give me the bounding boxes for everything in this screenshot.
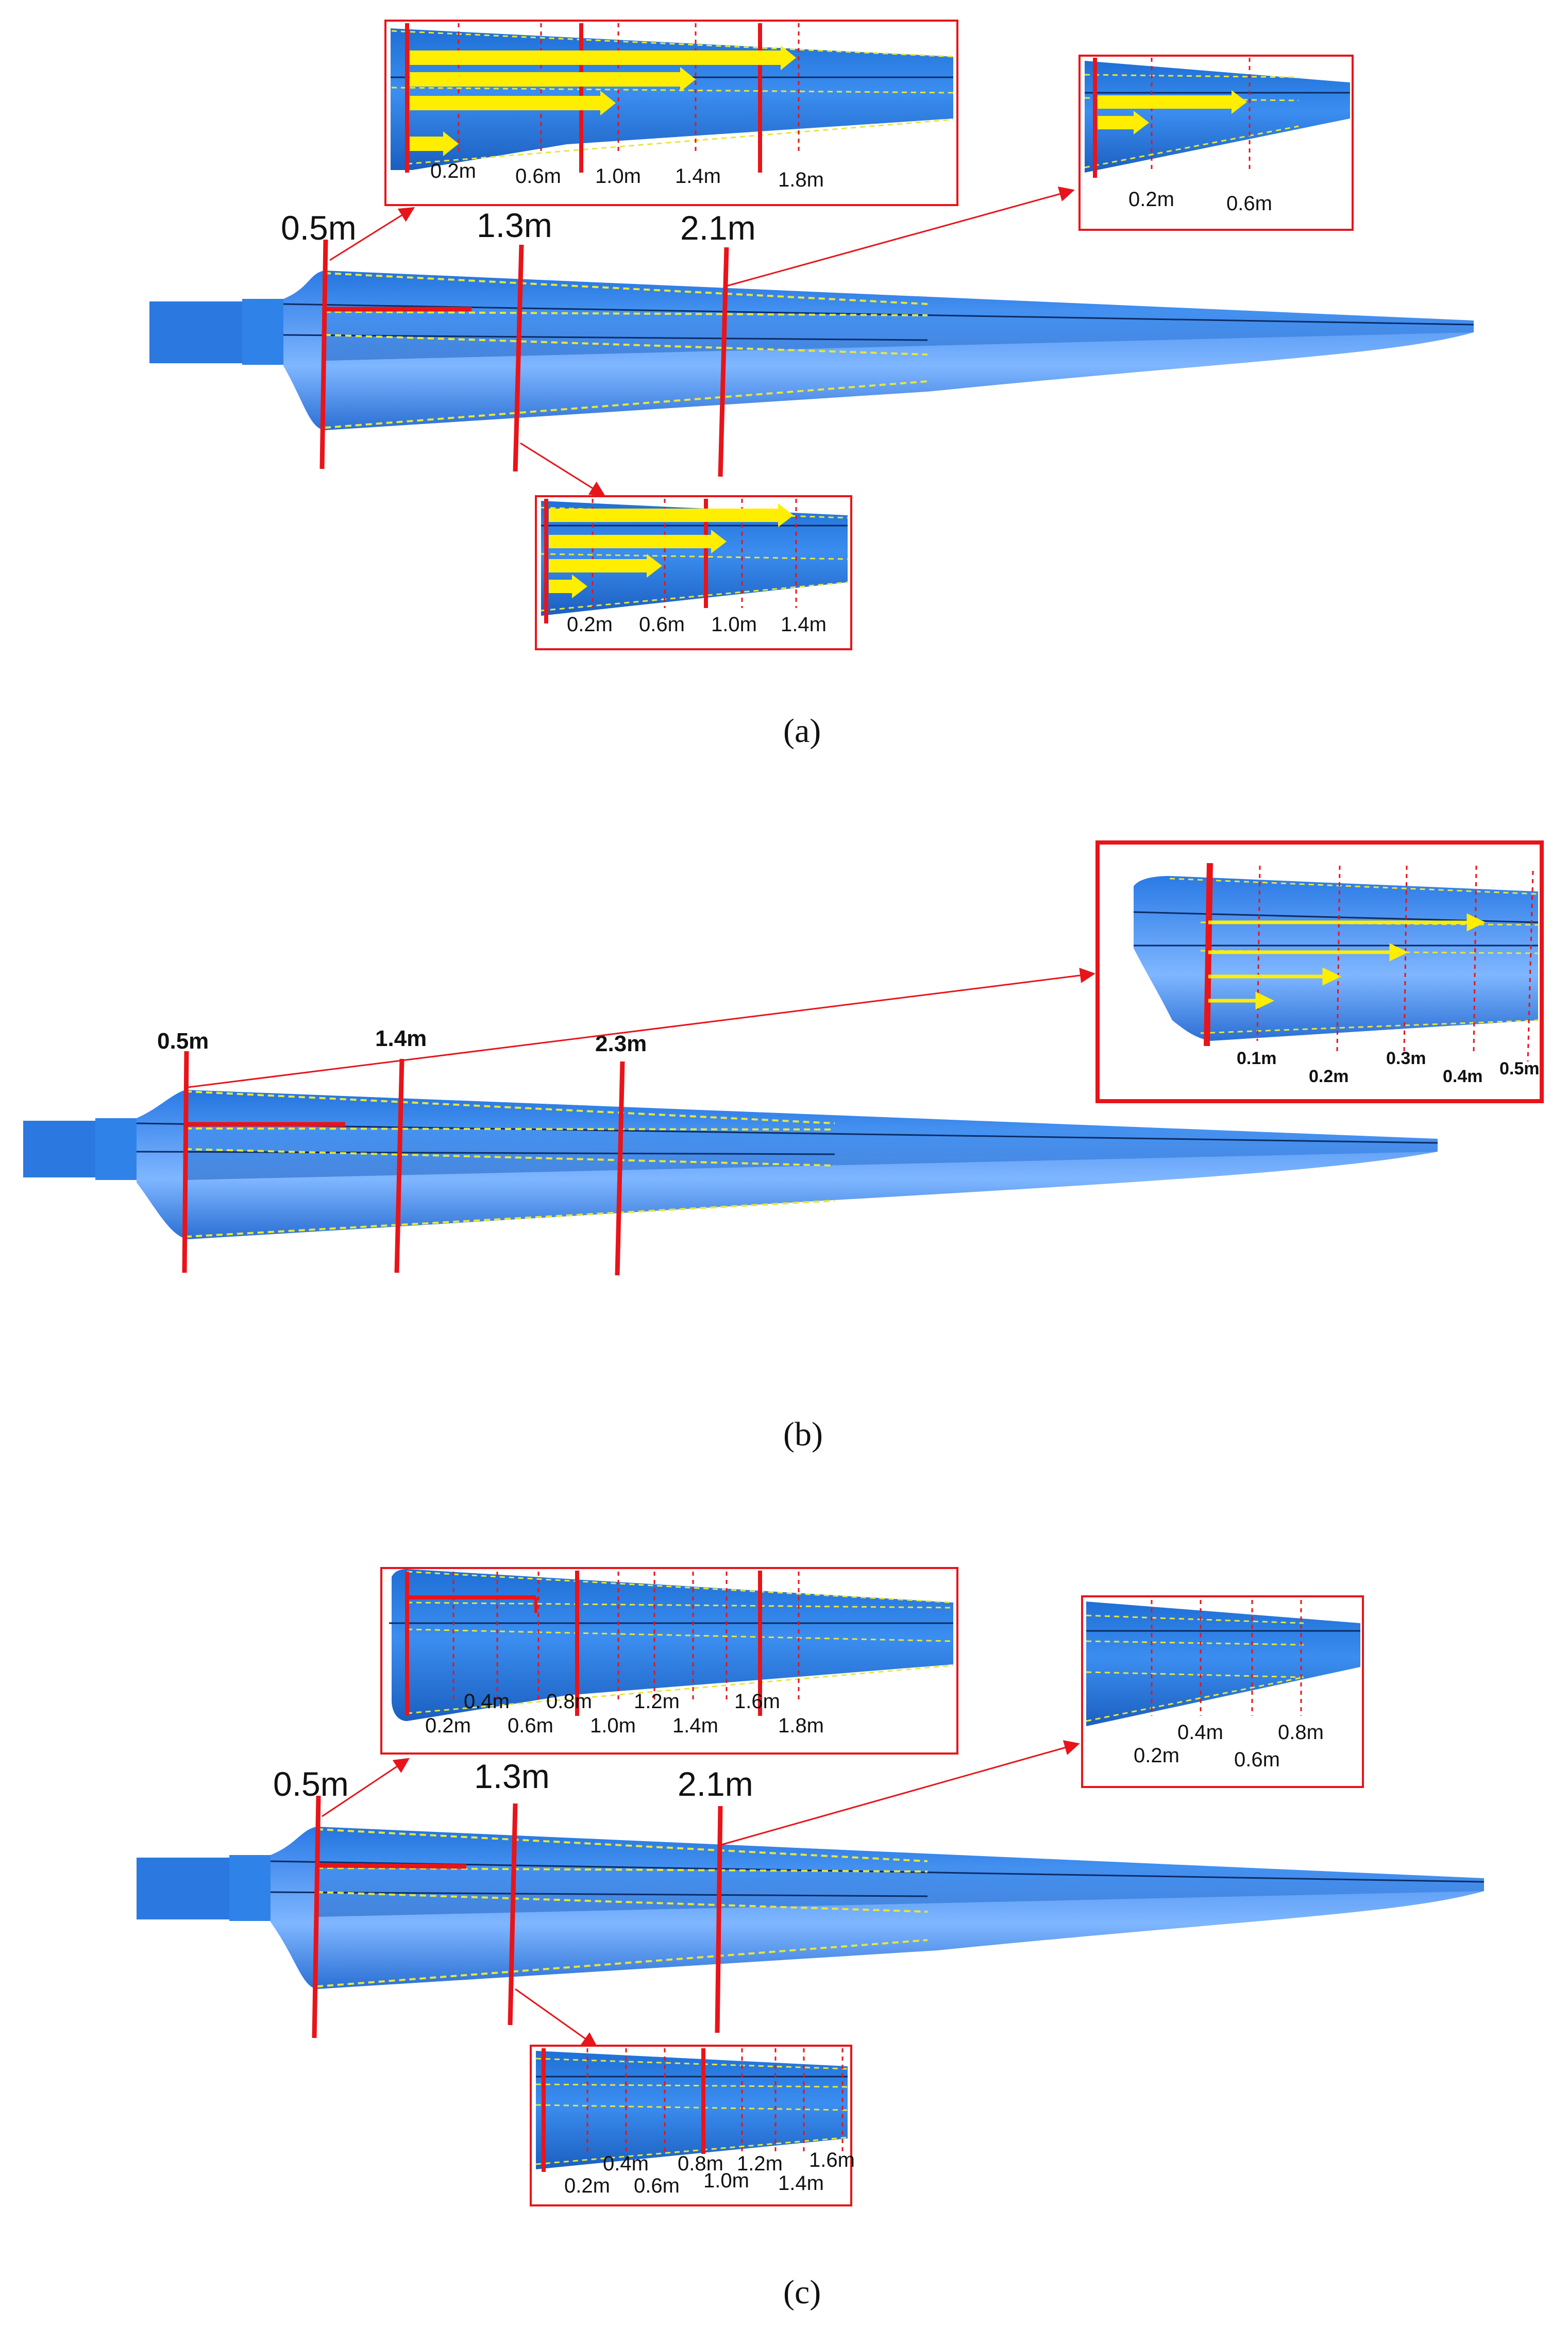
caption-b: (b) xyxy=(783,1415,823,1453)
inset-a-tl-4: 1.8m xyxy=(778,168,824,191)
inset-c-bottom: 0.4m 0.8m 1.2m 1.6m 0.2m 0.6m 1.0m 1.4m xyxy=(530,2045,855,2206)
inset-a-b-1: 0.6m xyxy=(639,613,685,636)
blade-c xyxy=(137,1827,1485,1989)
inset-c-tl-l-0: 0.2m xyxy=(425,1714,471,1737)
inset-c-tr-l-1: 0.6m xyxy=(1234,1748,1280,1771)
inset-a-tl-3: 1.4m xyxy=(675,165,721,188)
inset-c-tl-l-1: 0.6m xyxy=(508,1714,553,1737)
inset-c-tr-l-0: 0.2m xyxy=(1134,1744,1179,1767)
inset-a-tl-2: 1.0m xyxy=(595,165,641,188)
inset-c-tl-l-3: 1.4m xyxy=(672,1714,718,1737)
inset-c-b-u-1: 0.8m xyxy=(678,2152,723,2175)
inset-b-3: 0.4m xyxy=(1443,1067,1483,1086)
inset-b-4: 0.5m xyxy=(1499,1059,1540,1078)
cut-lines-a xyxy=(319,239,729,477)
blade-a xyxy=(149,271,1474,430)
inset-c-tl-u-0: 0.4m xyxy=(464,1690,510,1713)
inset-c-b-l-3: 1.4m xyxy=(778,2172,824,2195)
inset-b-2: 0.3m xyxy=(1386,1049,1426,1068)
inset-c-tl-l-2: 1.0m xyxy=(590,1714,636,1737)
label-a-2: 2.1m xyxy=(680,209,756,247)
inset-c-tr-u-1: 0.8m xyxy=(1278,1721,1324,1744)
inset-c-tr-u-0: 0.4m xyxy=(1177,1721,1223,1744)
inset-a-tr-1: 0.6m xyxy=(1226,192,1272,215)
label-b-1: 1.4m xyxy=(375,1026,427,1051)
inset-c-top-right: 0.4m 0.8m 0.2m 0.6m xyxy=(1081,1595,1364,1788)
inset-a-tl-1: 0.6m xyxy=(515,165,561,188)
label-a-1: 1.3m xyxy=(477,206,552,244)
inset-b-right: 0.1m 0.2m 0.3m 0.4m 0.5m xyxy=(1095,840,1544,1103)
cut-lines-b xyxy=(182,1051,625,1276)
inset-c-b-u-2: 1.2m xyxy=(737,2152,783,2175)
inset-a-top-left: 0.2m 0.6m 1.0m 1.4m 1.8m xyxy=(384,20,958,206)
inset-a-tr-0: 0.2m xyxy=(1128,188,1174,211)
inset-c-tl-l-4: 1.8m xyxy=(778,1714,824,1737)
blade-b xyxy=(23,1090,1438,1239)
inset-c-b-l-0: 0.2m xyxy=(564,2175,610,2197)
inset-b-1: 0.2m xyxy=(1309,1067,1349,1086)
inset-c-top-left: 0.4m 0.8m 1.2m 1.6m 0.2m 0.6m 1.0m 1.4m … xyxy=(380,1567,958,1755)
label-c-1: 1.3m xyxy=(474,1757,550,1795)
caption-a: (a) xyxy=(783,712,821,750)
panel-c: 0.5m 1.3m 2.1m 0.4m xyxy=(137,1567,1485,2311)
inset-c-b-u-3: 1.6m xyxy=(809,2149,855,2171)
inset-a-b-0: 0.2m xyxy=(567,613,613,636)
caption-c: (c) xyxy=(783,2273,821,2311)
panel-b: 0.5m 1.4m 2.3m xyxy=(23,840,1544,1453)
cut-lines-c xyxy=(312,1795,723,2038)
inset-c-b-u-0: 0.4m xyxy=(603,2152,649,2175)
inset-c-tl-u-1: 0.8m xyxy=(546,1690,592,1713)
inset-c-tl-u-2: 1.2m xyxy=(634,1690,680,1713)
label-c-0: 0.5m xyxy=(273,1765,349,1803)
inset-a-top-right: 0.2m 0.6m xyxy=(1078,55,1354,231)
inset-b-0: 0.1m xyxy=(1237,1049,1277,1068)
inset-a-bottom: 0.2m 0.6m 1.0m 1.4m xyxy=(535,495,852,650)
inset-c-b-l-1: 0.6m xyxy=(634,2175,680,2197)
label-b-0: 0.5m xyxy=(157,1029,209,1054)
inset-a-b-2: 1.0m xyxy=(711,613,757,636)
inset-c-b-l-2: 1.0m xyxy=(703,2169,749,2192)
label-c-2: 2.1m xyxy=(678,1765,753,1803)
label-a-0: 0.5m xyxy=(281,209,357,247)
inset-a-b-3: 1.4m xyxy=(781,613,827,636)
inset-c-tl-u-3: 1.6m xyxy=(734,1690,780,1713)
inset-a-tl-0: 0.2m xyxy=(430,160,476,182)
panel-a: 0.5m 1.3m 2.1m xyxy=(149,20,1474,750)
